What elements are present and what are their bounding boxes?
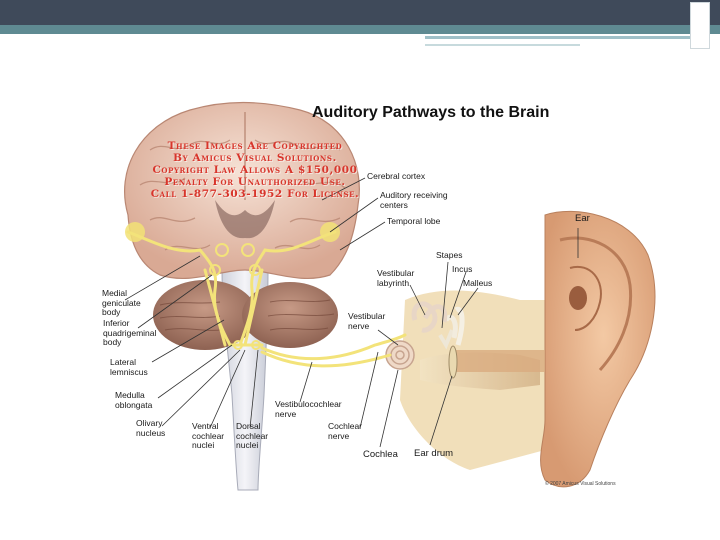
copyright-watermark: These Images Are Copyrighted By Amicus V… (135, 140, 375, 200)
label-olivary-nucleus: Olivary nucleus (136, 419, 165, 438)
outer-ear (541, 211, 655, 486)
watermark-line: By Amicus Visual Solutions. (173, 152, 337, 164)
label-lateral-lemniscus: Lateral lemniscus (110, 358, 148, 377)
label-ear-drum: Ear drum (414, 449, 453, 460)
label-medulla-oblongata: Medulla oblongata (115, 391, 152, 410)
label-medial-geniculate-body: Medial geniculate body (102, 289, 141, 318)
label-cochlear-nerve: Cochlear nerve (328, 422, 362, 441)
watermark-line: These Images Are Copyrighted (168, 140, 343, 152)
image-credit: © 2007 Amicus Visual Solutions (545, 481, 616, 487)
label-vestibular-labyrinth: Vestibular labyrinth (377, 269, 414, 288)
label-vestibulocochlear-nerve: Vestibulocochlear nerve (275, 400, 342, 419)
label-temporal-lobe: Temporal lobe (387, 217, 440, 227)
watermark-line: Call 1-877-303-1952 For License. (151, 188, 360, 200)
label-incus: Incus (452, 265, 472, 275)
label-auditory-receiving-centers: Auditory receiving centers (380, 191, 448, 210)
label-inferior-quadrigeminal-body: Inferior quadrigeminal body (103, 319, 156, 348)
label-vestibular-nerve: Vestibular nerve (348, 312, 385, 331)
label-ventral-cochlear-nuclei: Ventral cochlear nuclei (192, 422, 224, 451)
label-cerebral-cortex: Cerebral cortex (367, 172, 425, 182)
label-malleus: Malleus (463, 279, 492, 289)
diagram-title: Auditory Pathways to the Brain (312, 104, 549, 122)
label-stapes: Stapes (436, 251, 462, 261)
watermark-line: Copyright Law Allows A $150,000 (152, 164, 357, 176)
label-ear: Ear (575, 214, 590, 225)
label-cochlea: Cochlea (363, 450, 398, 461)
ear-drum (449, 346, 457, 378)
label-dorsal-cochlear-nuclei: Dorsal cochlear nuclei (236, 422, 268, 451)
ear-tissue (400, 291, 545, 470)
watermark-line: Penalty For Unauthorized Use. (164, 176, 345, 188)
